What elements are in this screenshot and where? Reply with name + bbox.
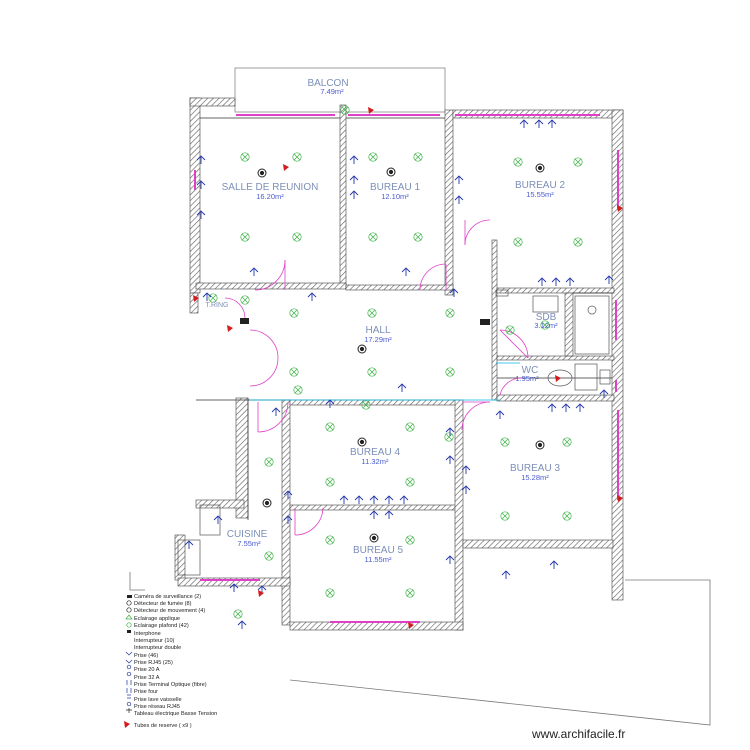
legend-item: Prise Terminal Optique (fibre) [134, 682, 207, 688]
room-name-cuisine: CUISINE [227, 529, 268, 540]
legend-item: Eclairage applique [134, 616, 180, 622]
room-area-hall: 17.29m² [364, 335, 392, 344]
room-area-bureau1: 12.10m² [381, 192, 409, 201]
fixtures [177, 289, 611, 576]
door-swings [224, 219, 529, 536]
legend-item: Eclairage plafond (42) [134, 623, 189, 629]
legend-item: Interrupteur double [134, 645, 181, 651]
site-outline [129, 572, 711, 726]
room-area-wc: 1.95m² [515, 374, 539, 383]
room-area-bureau5: 11.55m² [365, 555, 392, 564]
legend-item: Tableau électrique Basse Tension [134, 711, 217, 717]
cyan-lines [250, 362, 520, 401]
legend-item: Prise 32 A [134, 675, 160, 681]
legend-item: Prise réseau RJ45 [134, 704, 180, 710]
legend-item: Caméra de surveillance (2) [134, 594, 201, 600]
legend-item: Prise 20 A [134, 667, 160, 673]
openings [194, 114, 619, 623]
room-area-cuisine: 7.55m² [237, 539, 261, 548]
reserve-tubes [193, 107, 623, 629]
room-area-bureau2: 15.55m² [526, 190, 554, 199]
camera-icons [240, 318, 490, 325]
watermark-text: www.archifacile.fr [532, 727, 626, 741]
legend-item: Prise lave vaisselle [134, 697, 182, 703]
room-area-bureau3: 15.28m² [521, 473, 549, 482]
legend-item: Interphone [134, 631, 161, 637]
legend: Caméra de surveillance (2) Détecteur de … [124, 594, 217, 729]
legend-item: Interrupteur (10) [134, 638, 175, 644]
room-labels: BALCON 7.49m² SALLE DE REUNION 16.20m² B… [206, 78, 566, 564]
legend-item: Détecteur de fumée (8) [134, 601, 192, 607]
legend-item: Prise (46) [134, 653, 158, 659]
legend-symbols [124, 595, 133, 728]
room-name-bureau4: BUREAU 4 [350, 447, 400, 458]
room-name-bureau1: BUREAU 1 [370, 182, 420, 193]
room-area-balcon: 7.49m² [320, 87, 344, 96]
room-name-bureau2: BUREAU 2 [515, 180, 565, 191]
room-area-bureau4: 11.32m² [362, 457, 389, 466]
room-name-hall: HALL [365, 325, 390, 336]
room-name-sdb: SDB [536, 312, 557, 323]
sockets [184, 119, 614, 629]
legend-item: Détecteur de mouvement (4) [134, 608, 205, 614]
legend-item: Tubes de reserve ( x9 ) [134, 723, 192, 729]
ceiling-lights [208, 105, 583, 619]
legend-item: Prise RJ45 (25) [134, 660, 173, 666]
room-area-sdb: 3.12m² [534, 321, 558, 330]
room-name-bureau3: BUREAU 3 [510, 463, 560, 474]
legend-item: Prise four [134, 689, 158, 695]
room-area-salle: 16.20m² [256, 192, 284, 201]
room-name-balcon: BALCON [307, 78, 348, 89]
room-name-salle: SALLE DE REUNION [222, 182, 319, 193]
room-name-bureau5: BUREAU 5 [353, 545, 403, 556]
room-name-ring: T.RING [206, 302, 229, 309]
detectors [257, 163, 545, 543]
room-name-wc: WC [522, 365, 539, 376]
